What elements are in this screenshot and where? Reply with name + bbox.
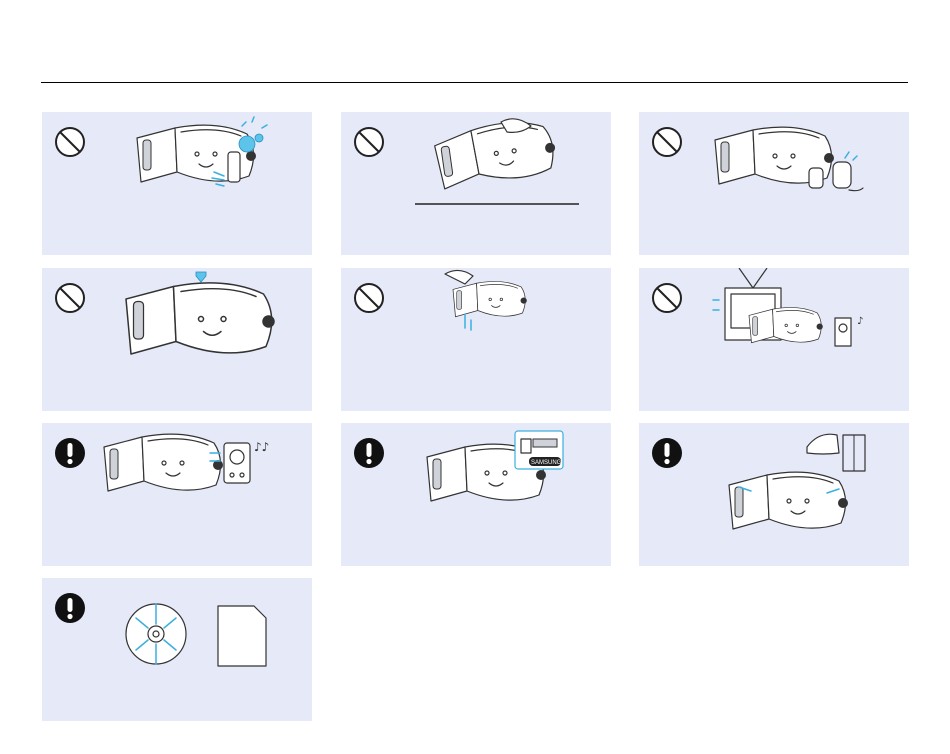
panel-3 [639, 112, 909, 255]
panel-10 [42, 578, 312, 721]
camcorder-window-illustration [639, 423, 909, 566]
camcorder-pressure-illustration [341, 112, 611, 255]
camcorder-accessory-illustration: SAMSUNG [341, 423, 611, 566]
header-rule [41, 82, 908, 83]
camcorder-creatures-illustration [639, 112, 909, 255]
panel-1 [42, 112, 312, 255]
panel-8: SAMSUNG [341, 423, 611, 566]
camcorder-dripping-illustration [42, 268, 312, 411]
disc-icon [126, 604, 186, 664]
camcorder-held-illustration [341, 268, 611, 411]
svg-text:♪♪: ♪♪ [254, 440, 269, 454]
svg-text:♪: ♪ [857, 316, 863, 327]
panel-7: ♪♪ [42, 423, 312, 566]
camcorder-speaker-illustration: ♪♪ [42, 423, 312, 566]
disc-and-card-illustration [42, 578, 312, 721]
memory-card-icon [218, 606, 266, 666]
brand-tag: SAMSUNG [531, 460, 562, 466]
panel-5 [341, 268, 611, 411]
panel-9 [639, 423, 909, 566]
panel-6: ♪ [639, 268, 909, 411]
camcorder-water-illustration [42, 112, 312, 255]
camcorder-tv-speaker-illustration: ♪ [639, 268, 909, 411]
panel-2 [341, 112, 611, 255]
panel-4 [42, 268, 312, 411]
